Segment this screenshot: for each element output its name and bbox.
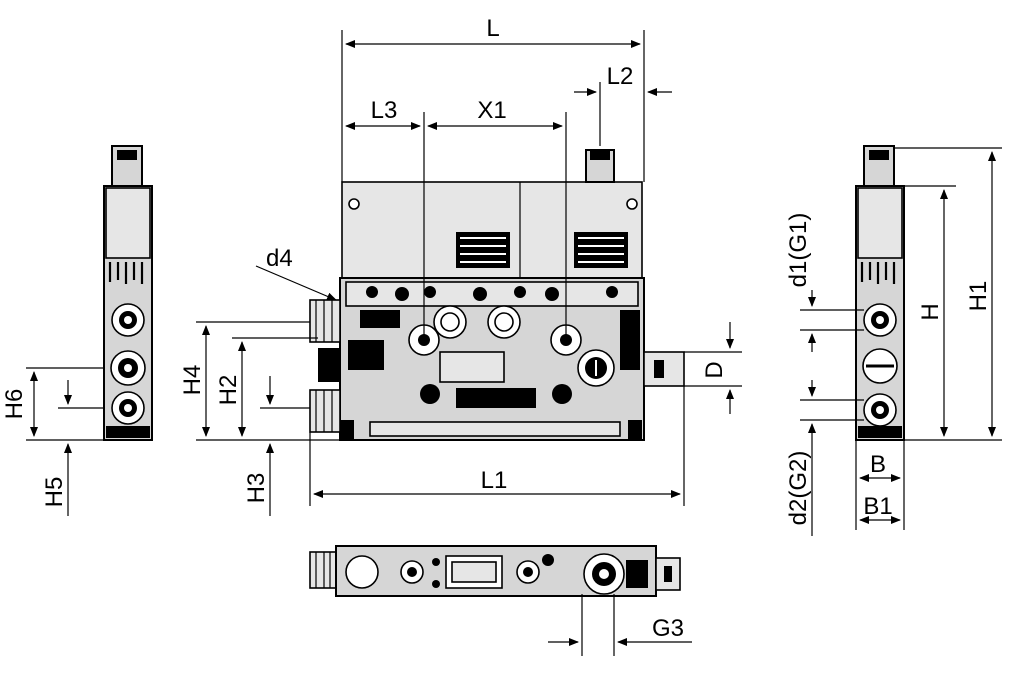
dim-h4-h2-h3: H4 H2 H3 — [179, 321, 340, 516]
label-h6: H6 — [1, 389, 28, 420]
dim-l1: L1 — [309, 386, 685, 506]
dim-l: L — [341, 15, 645, 182]
dim-d4: d4 — [255, 245, 337, 301]
label-h5: H5 — [41, 477, 68, 508]
dim-g3: G3 — [548, 594, 692, 656]
label-g3: G3 — [652, 615, 684, 642]
label-d4: d4 — [266, 245, 293, 272]
right-side-view — [855, 145, 905, 441]
label-h4: H4 — [179, 365, 206, 396]
dim-h5: H5 — [41, 380, 104, 516]
label-l2: L2 — [607, 63, 634, 90]
label-l3: L3 — [371, 97, 398, 124]
label-x1: X1 — [477, 97, 506, 124]
label-d: D — [701, 361, 728, 378]
label-b: B — [870, 451, 886, 478]
dim-h6: H6 — [1, 367, 104, 441]
bottom-view — [309, 545, 681, 597]
front-view — [309, 149, 685, 441]
label-h1: H1 — [965, 281, 992, 312]
left-side-view — [103, 145, 153, 441]
label-l1: L1 — [481, 467, 508, 494]
dim-l2: L2 — [574, 63, 672, 146]
label-h3: H3 — [243, 473, 270, 504]
dim-h-h1: H H1 — [894, 147, 1002, 441]
label-d1-g1: d1(G1) — [785, 213, 812, 288]
dim-d1-d2: d1(G1) d2(G2) — [785, 213, 864, 536]
dim-b-b1: B B1 — [855, 440, 905, 530]
label-h2: H2 — [215, 375, 242, 406]
label-l: L — [486, 15, 499, 42]
dim-d: D — [684, 322, 742, 414]
dim-l3-x1: L3 X1 — [345, 97, 567, 340]
label-d2-g2: d2(G2) — [785, 451, 812, 526]
label-h: H — [917, 303, 944, 320]
label-b1: B1 — [863, 493, 892, 520]
